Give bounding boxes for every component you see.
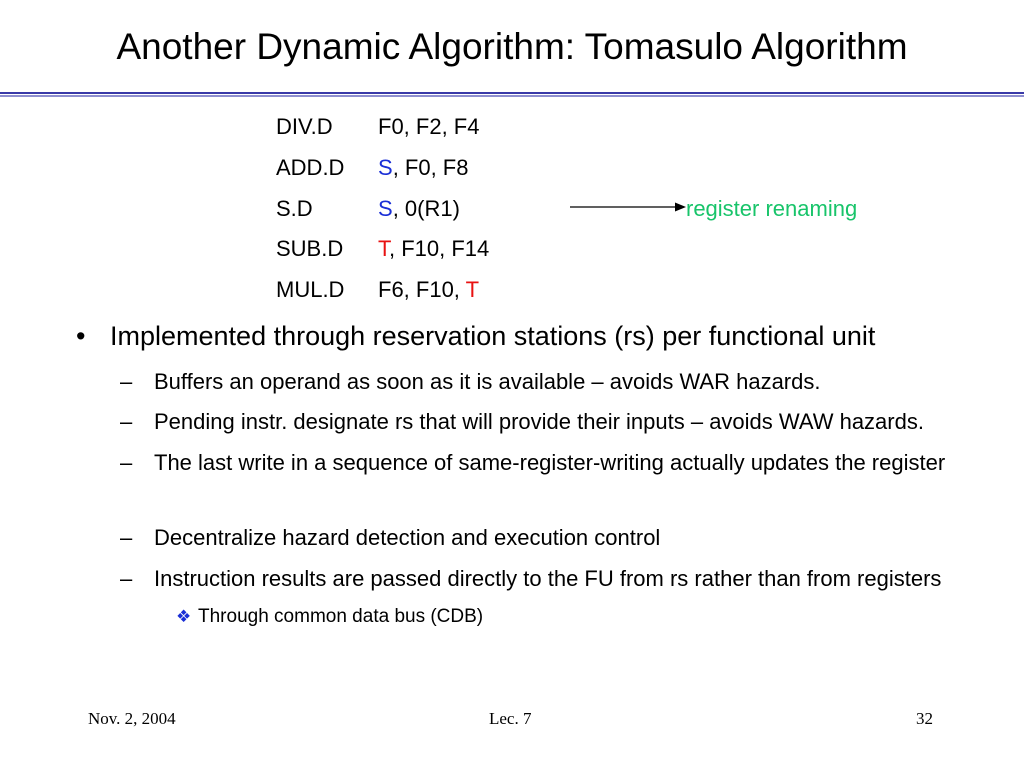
dash-icon: – [120,409,133,434]
arrow-icon [570,202,686,212]
dash-icon: – [120,450,133,475]
opcode: S.D [276,196,313,221]
diamond-bullet-icon: ❖ [176,607,192,626]
operands: F0, F2, F4 [378,112,479,142]
operand-text: , 0(R1) [392,196,460,221]
sub-bullet-text: Pending instr. designate rs that will pr… [154,409,924,434]
operand-text: , F10, F14 [389,236,490,261]
renamed-register: S [378,155,393,180]
footer-date: Nov. 2, 2004 [88,709,176,728]
renamed-register: T [465,277,480,302]
sub-bullet-text: The last write in a sequence of same-reg… [154,450,946,475]
register-renaming-label: register renaming [686,196,858,221]
operand-text: , F0, F8 [392,155,469,180]
dash-icon: – [120,525,133,550]
operands: F6, F10, T [378,275,479,305]
sub-sub-bullet-text: Through common data bus (CDB) [198,606,484,627]
dash-icon: – [120,369,133,394]
opcode: MUL.D [276,277,345,302]
renamed-register: T [378,236,389,261]
operand-text: F6, F10, [378,277,466,302]
footer-page-number: 32 [916,709,933,728]
bullet-icon: • [76,321,86,351]
sub-bullet-text: Buffers an operand as soon as it is avai… [154,369,821,394]
main-bullet-text: Implemented through reservation stations… [110,321,876,351]
sub-bullet-text: Decentralize hazard detection and execut… [154,525,661,550]
operand-text: F0, F2, F4 [378,114,480,139]
opcode: DIV.D [276,114,333,139]
renamed-register: S [378,196,393,221]
operands: S, 0(R1) [378,194,460,224]
footer-lecture: Lec. 7 [489,709,532,728]
opcode: SUB.D [276,236,344,261]
operands: T, F10, F14 [378,234,489,264]
sub-bullet-text: Instruction results are passed directly … [154,566,942,591]
slide-title: Another Dynamic Algorithm: Tomasulo Algo… [116,26,908,67]
opcode: ADD.D [276,155,345,180]
dash-icon: – [120,566,133,591]
operands: S, F0, F8 [378,153,468,183]
title-divider [0,92,1024,97]
